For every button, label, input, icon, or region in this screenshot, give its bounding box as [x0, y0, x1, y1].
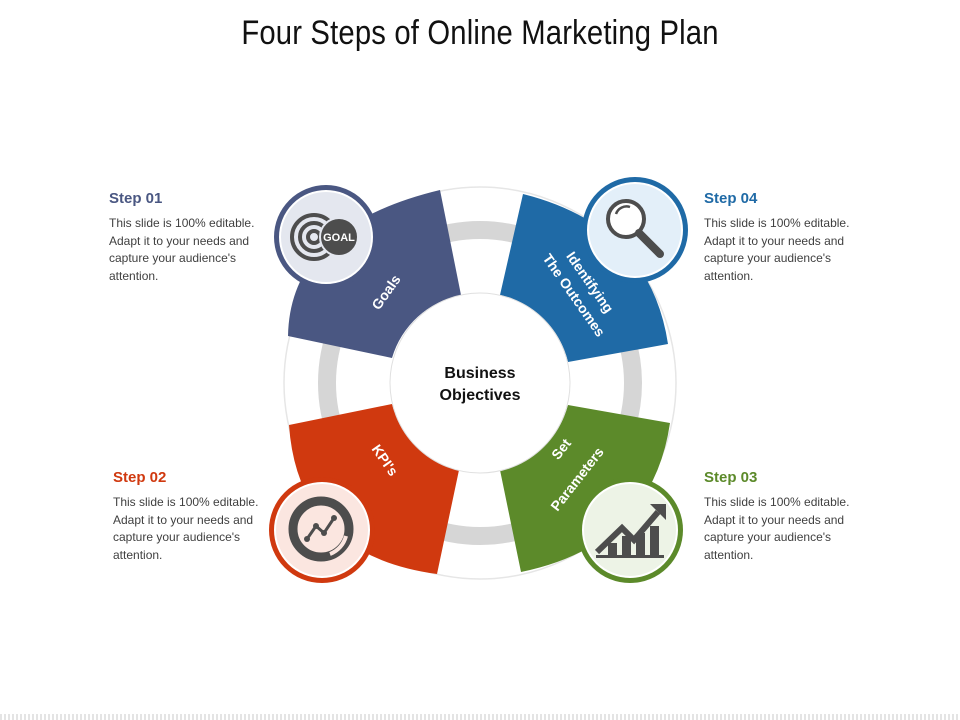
goal-icon-circle: GOAL: [274, 185, 378, 289]
step-02-block: Step 02 This slide is 100% editable. Ada…: [113, 469, 273, 564]
step-03-text: This slide is 100% editable. Adapt it to…: [704, 495, 850, 562]
growth-chart-icon: [594, 504, 666, 558]
magnifier-icon-circle: [582, 177, 688, 283]
step-04-text: This slide is 100% editable. Adapt it to…: [704, 216, 850, 283]
step-03-block: Step 03 This slide is 100% editable. Ada…: [704, 469, 864, 564]
growth-icon-circle: [577, 477, 683, 583]
segment-outcomes[interactable]: [500, 194, 668, 362]
step-03-heading: Step 03: [704, 469, 758, 486]
segment-parameters[interactable]: [500, 405, 670, 572]
step-02-text: This slide is 100% editable. Adapt it to…: [113, 495, 259, 562]
footer-divider: [0, 714, 960, 720]
step-04-block: Step 04 This slide is 100% editable. Ada…: [704, 190, 864, 285]
magnifier-icon: [606, 199, 664, 258]
gray-inner-band: [318, 221, 642, 545]
center-circle: [389, 292, 571, 474]
center-label-line2: Objectives: [440, 387, 521, 404]
segment-goals[interactable]: [288, 190, 461, 358]
center-label-line1: Business: [444, 365, 515, 382]
step-01-block: Step 01 This slide is 100% editable. Ada…: [109, 190, 269, 285]
goal-target-icon: GOAL: [290, 213, 359, 261]
step-01-heading: Step 01: [109, 190, 163, 207]
kpi-icon-circle: [269, 477, 375, 583]
step-02-heading: Step 02: [113, 469, 167, 486]
step-01-text: This slide is 100% editable. Adapt it to…: [109, 216, 255, 283]
kpi-chart-icon: [288, 496, 354, 562]
segment-kpis[interactable]: [289, 404, 459, 574]
page-title: Four Steps of Online Marketing Plan: [241, 14, 719, 52]
goal-icon-text: GOAL: [323, 232, 355, 244]
step-04-heading: Step 04: [704, 190, 758, 207]
